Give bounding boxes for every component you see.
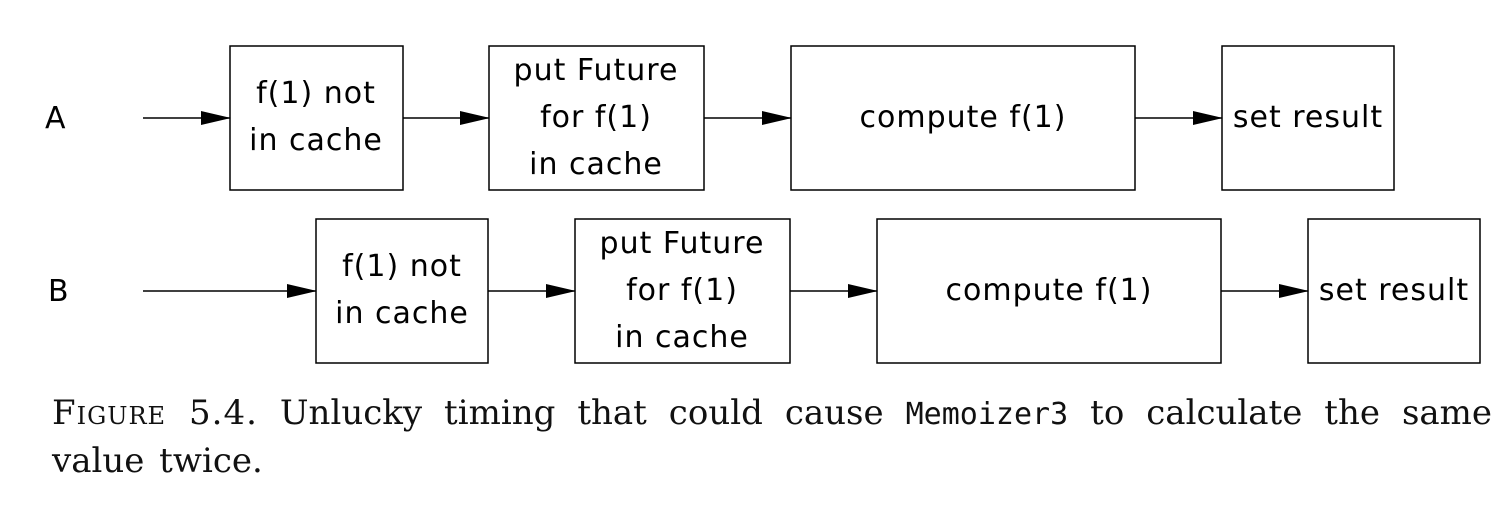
step-line: set result — [1233, 100, 1383, 135]
figure-label: Figure 5.4. — [52, 393, 258, 433]
step-line: for f(1) — [540, 100, 652, 135]
caption-text-after: to calculate the same value twice. — [52, 393, 1493, 481]
step-box-b-put-future: put Future for f(1) in cache — [574, 218, 791, 364]
lane-label-a: A — [45, 101, 66, 136]
step-line: compute f(1) — [860, 100, 1067, 135]
step-line: compute f(1) — [946, 273, 1153, 308]
step-box-b-compute: compute f(1) — [876, 218, 1222, 364]
step-line: put Future — [600, 226, 765, 261]
step-box-a-not-in-cache: f(1) not in cache — [229, 45, 404, 191]
timing-diagram: A f(1) not in cache put Future for f(1) … — [45, 45, 1481, 364]
step-line: f(1) not — [256, 76, 376, 111]
step-line: set result — [1319, 273, 1469, 308]
step-line: in cache — [529, 147, 663, 182]
step-box-a-compute: compute f(1) — [790, 45, 1136, 191]
step-box-a-put-future: put Future for f(1) in cache — [488, 45, 705, 191]
figure-caption: Figure 5.4. Unlucky timing that could ca… — [52, 390, 1492, 484]
caption-text-before: Unlucky timing that could cause — [279, 393, 884, 433]
step-box-b-not-in-cache: f(1) not in cache — [315, 218, 489, 364]
step-line: in cache — [615, 320, 749, 355]
step-line: for f(1) — [626, 273, 738, 308]
caption-code: Memoizer3 — [905, 397, 1069, 432]
step-line: put Future — [514, 53, 679, 88]
step-line: f(1) not — [342, 249, 462, 284]
step-line: in cache — [335, 296, 469, 331]
lane-label-b: B — [48, 274, 69, 309]
step-line: in cache — [249, 123, 383, 158]
step-box-a-set-result: set result — [1221, 45, 1395, 191]
step-box-b-set-result: set result — [1307, 218, 1481, 364]
